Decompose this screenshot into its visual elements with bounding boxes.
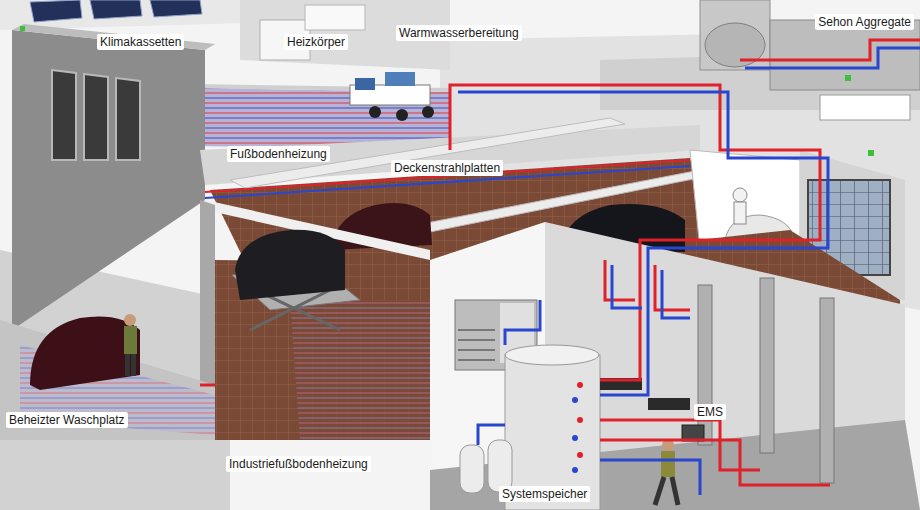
callout-label: EMS [694,404,726,420]
callout-label: Industriefußbodenheizung [226,456,371,472]
callout-label: Deckenstrahlplatten [391,160,503,176]
callout-label: Systemspeicher [499,486,590,502]
callout-label: Heizkörper [284,34,348,50]
callout-label: Fußbodenheizung [227,146,330,162]
callout-label: Warmwasserbereitung [396,25,522,41]
callout-label: Beheizter Waschplatz [6,412,128,428]
callout-label: Sehon Aggregate [815,14,914,30]
callout-label: Klimakassetten [97,34,184,50]
